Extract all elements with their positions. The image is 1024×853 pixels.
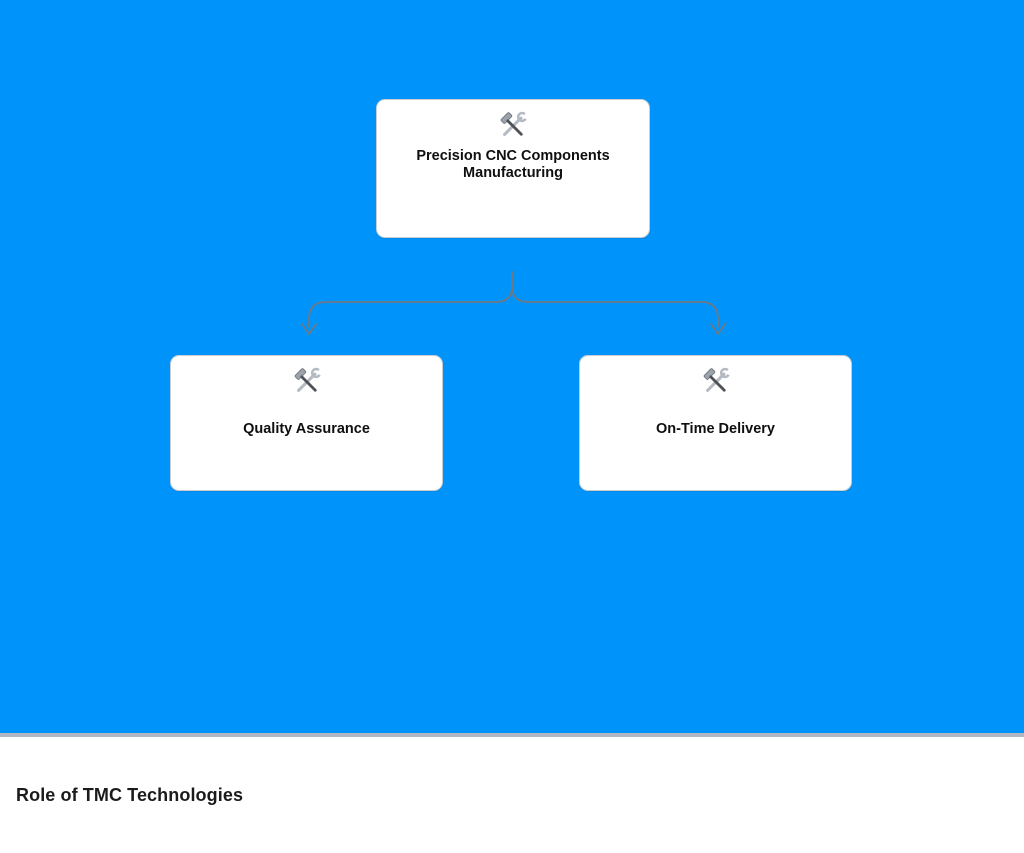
footer: Role of TMC Technologies (0, 737, 1024, 853)
node-label: Precision CNC Components Manufacturing (383, 148, 643, 181)
footer-divider (0, 733, 1024, 737)
hammer-wrench-icon (499, 111, 528, 136)
node-label: On-Time Delivery (655, 421, 775, 437)
node-on-time-delivery: On-Time Delivery (579, 355, 852, 491)
node-quality-assurance: Quality Assurance (170, 355, 443, 491)
footer-title: Role of TMC Technologies (16, 785, 244, 805)
node-precision-cnc-manufacturing: Precision CNC Components Manufacturing (376, 99, 650, 238)
node-label-line2: Manufacturing (463, 164, 563, 181)
node-label: Quality Assurance (243, 421, 370, 437)
hammer-wrench-icon (701, 367, 731, 392)
node-label-line1: Precision CNC Components (416, 148, 610, 164)
hammer-wrench-icon (292, 367, 322, 392)
